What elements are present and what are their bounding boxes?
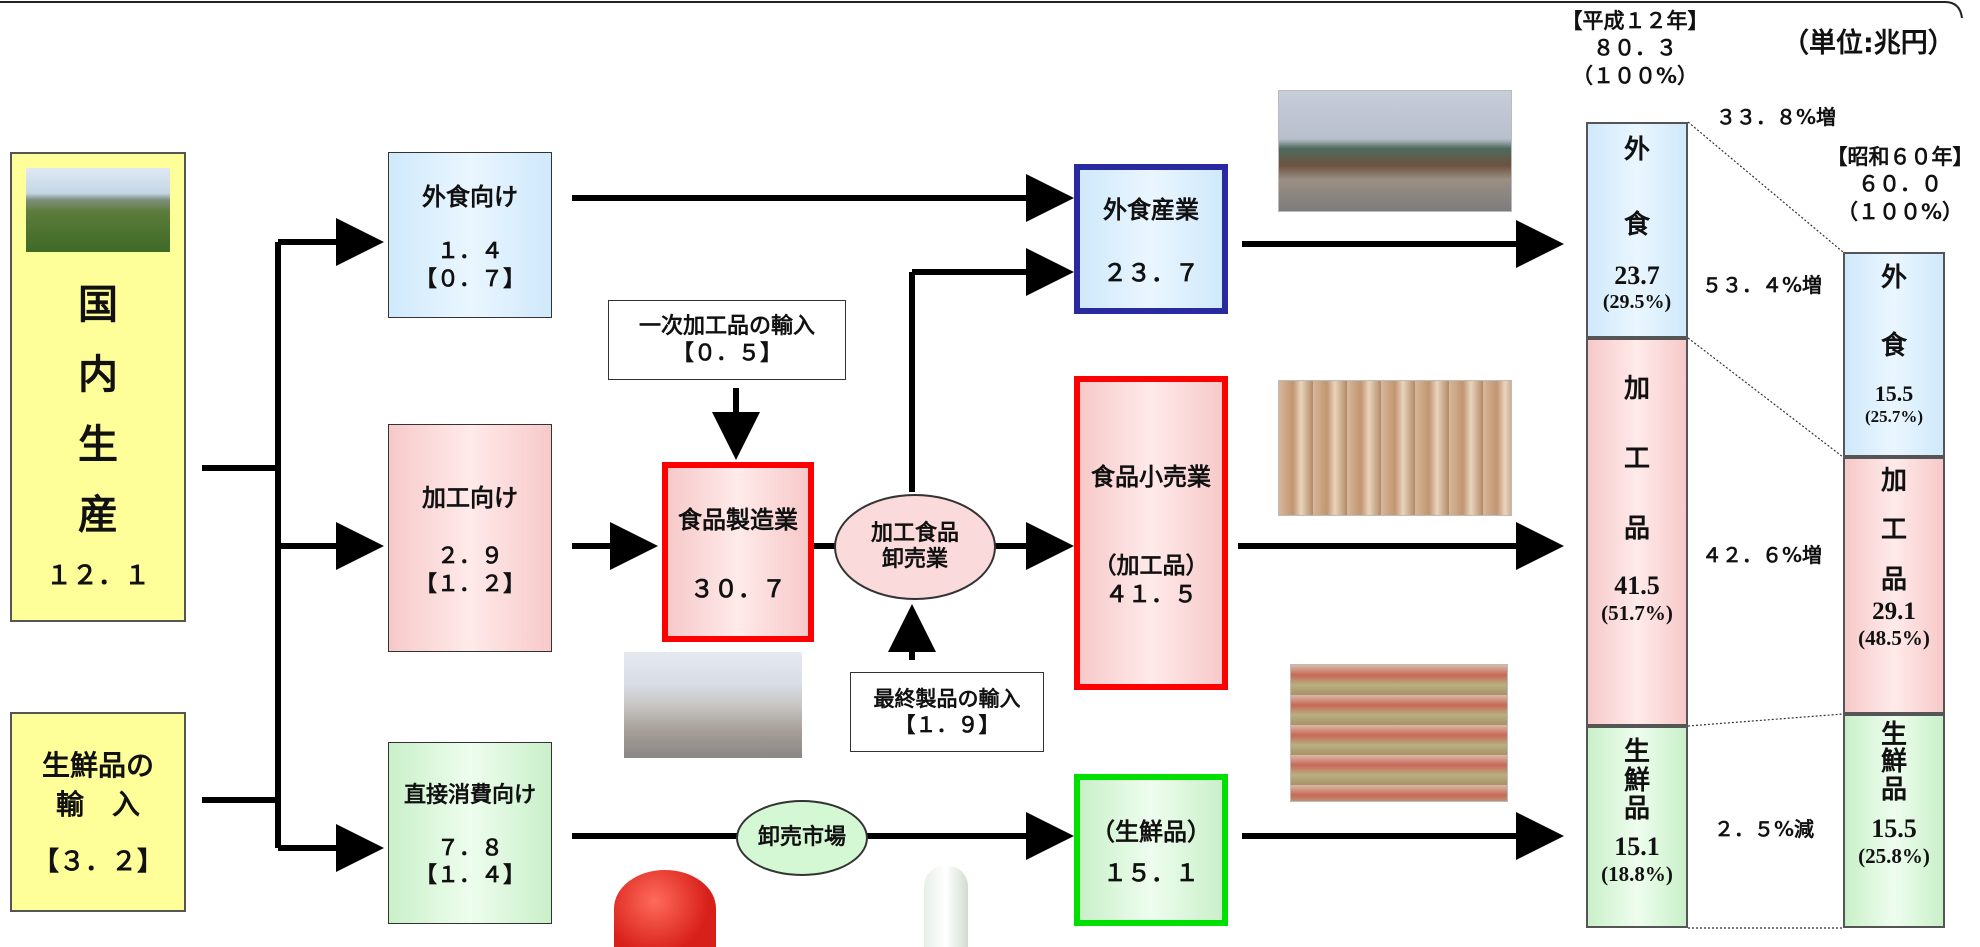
processing-channel-value: ２．９ 【１．２】 (414, 544, 525, 597)
direct-consumption-channel-value: ７．８ 【１．４】 (414, 835, 525, 889)
change-total-label: ３３．８%増 (1716, 105, 1837, 129)
fresh-import-box: 生鮮品の 輸 入 【３．２】 (10, 712, 186, 912)
processing-channel-box: 加工向け ２．９ 【１．２】 (388, 424, 552, 652)
showa-eating-out-pct: (25.7%) (1864, 407, 1924, 427)
radish-icon (924, 866, 968, 947)
change-eating-out-label: ５３．４%増 (1702, 273, 1823, 297)
change-processed-label: ４２．６%増 (1702, 543, 1823, 567)
direct-consumption-channel-box: 直接消費向け ７．８ 【１．４】 (388, 742, 552, 924)
restaurant-industry-value: ２３．７ (1103, 259, 1199, 287)
direct-consumption-channel-title: 直接消費向け (403, 782, 536, 808)
showa-processed-label: 加 工 品 (1880, 466, 1907, 595)
grocery-store-photo (1278, 380, 1512, 516)
food-service-channel-box: 外食向け １．４ 【０．７】 (388, 152, 552, 318)
food-service-channel-value: １．４ 【０．７】 (414, 239, 525, 292)
primary-processed-import-label: 一次加工品の輸入 【０．５】 (638, 313, 815, 367)
heisei-fresh-value: 15.1 (1614, 831, 1660, 861)
food-manufacturing-title: 食品製造業 (678, 506, 798, 534)
tomato-icon (614, 870, 716, 947)
showa-fresh-label: 生 鮮 品 (1880, 720, 1907, 805)
food-manufacturing-value: ３０．７ (690, 575, 786, 603)
food-retail-value: （加工品） ４１．５ (1093, 552, 1209, 608)
heisei-processed-value: 41.5 (1614, 571, 1660, 601)
fresh-retail-value: １５．１ (1103, 859, 1199, 887)
food-retail-title: 食品小売業 (1091, 462, 1211, 491)
heisei-header: 【平成１２年】 ８０．３ （１００%） (1561, 9, 1709, 88)
showa-fresh-value: 15.5 (1871, 813, 1917, 843)
unit-label: （単位:兆円） (1782, 28, 1955, 59)
heisei-fresh-bar: 生 鮮 品 15.1 (18.8%) (1586, 726, 1688, 928)
primary-processed-import-box: 一次加工品の輸入 【０．５】 (608, 300, 846, 380)
dotted-top (1687, 121, 1844, 253)
fresh-retail-title: （生鮮品） (1091, 818, 1211, 846)
fruit-shelf-photo (1290, 664, 1508, 802)
food-service-channel-title: 外食向け (422, 183, 518, 211)
header-rule (0, 1, 1963, 19)
fresh-import-title: 生鮮品の 輸 入 (41, 748, 154, 821)
showa-eating-out-bar: 外 食 15.5 (25.7%) (1843, 252, 1945, 457)
showa-header: 【昭和６０年】 ６０．０ （１００%） (1826, 145, 1974, 224)
heisei-processed-label: 加 工 品 (1623, 374, 1650, 545)
heisei-processed-bar: 加 工 品 41.5 (51.7%) (1586, 338, 1688, 726)
heisei-fresh-label: 生 鮮 品 (1623, 737, 1650, 825)
change-fresh-label: ２．５%減 (1714, 817, 1815, 841)
factory-photo (624, 652, 802, 758)
fresh-retail-box: （生鮮品） １５．１ (1074, 774, 1228, 926)
wholesale-market-ellipse: 卸売市場 (736, 800, 868, 876)
heisei-eating-out-value: 23.7 (1614, 261, 1660, 291)
showa-processed-value: 29.1 (1872, 598, 1916, 626)
domestic-production-value: １２．１ (45, 561, 150, 591)
heisei-eating-out-pct: (29.5%) (1602, 291, 1672, 314)
heisei-eating-out-bar: 外 食 23.7 (29.5%) (1586, 122, 1688, 338)
showa-eating-out-label: 外 食 (1880, 263, 1907, 361)
restaurant-industry-title: 外食産業 (1103, 196, 1199, 224)
domestic-production-title: 国 内 生 産 (78, 282, 118, 538)
dotted-eating (1687, 337, 1844, 458)
final-product-import-label: 最終製品の輸入 【１．９】 (873, 686, 1021, 737)
food-retail-box: 食品小売業 （加工品） ４１．５ (1074, 376, 1228, 690)
fresh-import-value: 【３．２】 (32, 846, 163, 877)
heisei-processed-pct: (51.7%) (1601, 601, 1673, 626)
processing-channel-title: 加工向け (422, 484, 518, 512)
farm-field-photo (26, 168, 170, 252)
processed-food-wholesale-ellipse: 加工食品 卸売業 (834, 494, 996, 600)
showa-fresh-pct: (25.8%) (1858, 843, 1930, 868)
restaurant-industry-box: 外食産業 ２３．７ (1074, 164, 1228, 314)
heisei-eating-out-label: 外 食 (1623, 135, 1650, 241)
dotted-processed (1687, 713, 1844, 727)
showa-fresh-bar: 生 鮮 品 15.5 (25.8%) (1843, 714, 1945, 928)
final-product-import-box: 最終製品の輸入 【１．９】 (850, 672, 1044, 752)
domestic-production-box: 国 内 生 産 １２．１ (10, 152, 186, 622)
showa-processed-pct: (48.5%) (1858, 626, 1930, 651)
heisei-fresh-pct: (18.8%) (1601, 861, 1673, 886)
showa-processed-bar: 加 工 品 29.1 (48.5%) (1843, 457, 1945, 714)
showa-eating-out-value: 15.5 (1874, 381, 1914, 407)
restaurant-photo (1278, 90, 1512, 212)
food-manufacturing-box: 食品製造業 ３０．７ (662, 462, 814, 642)
